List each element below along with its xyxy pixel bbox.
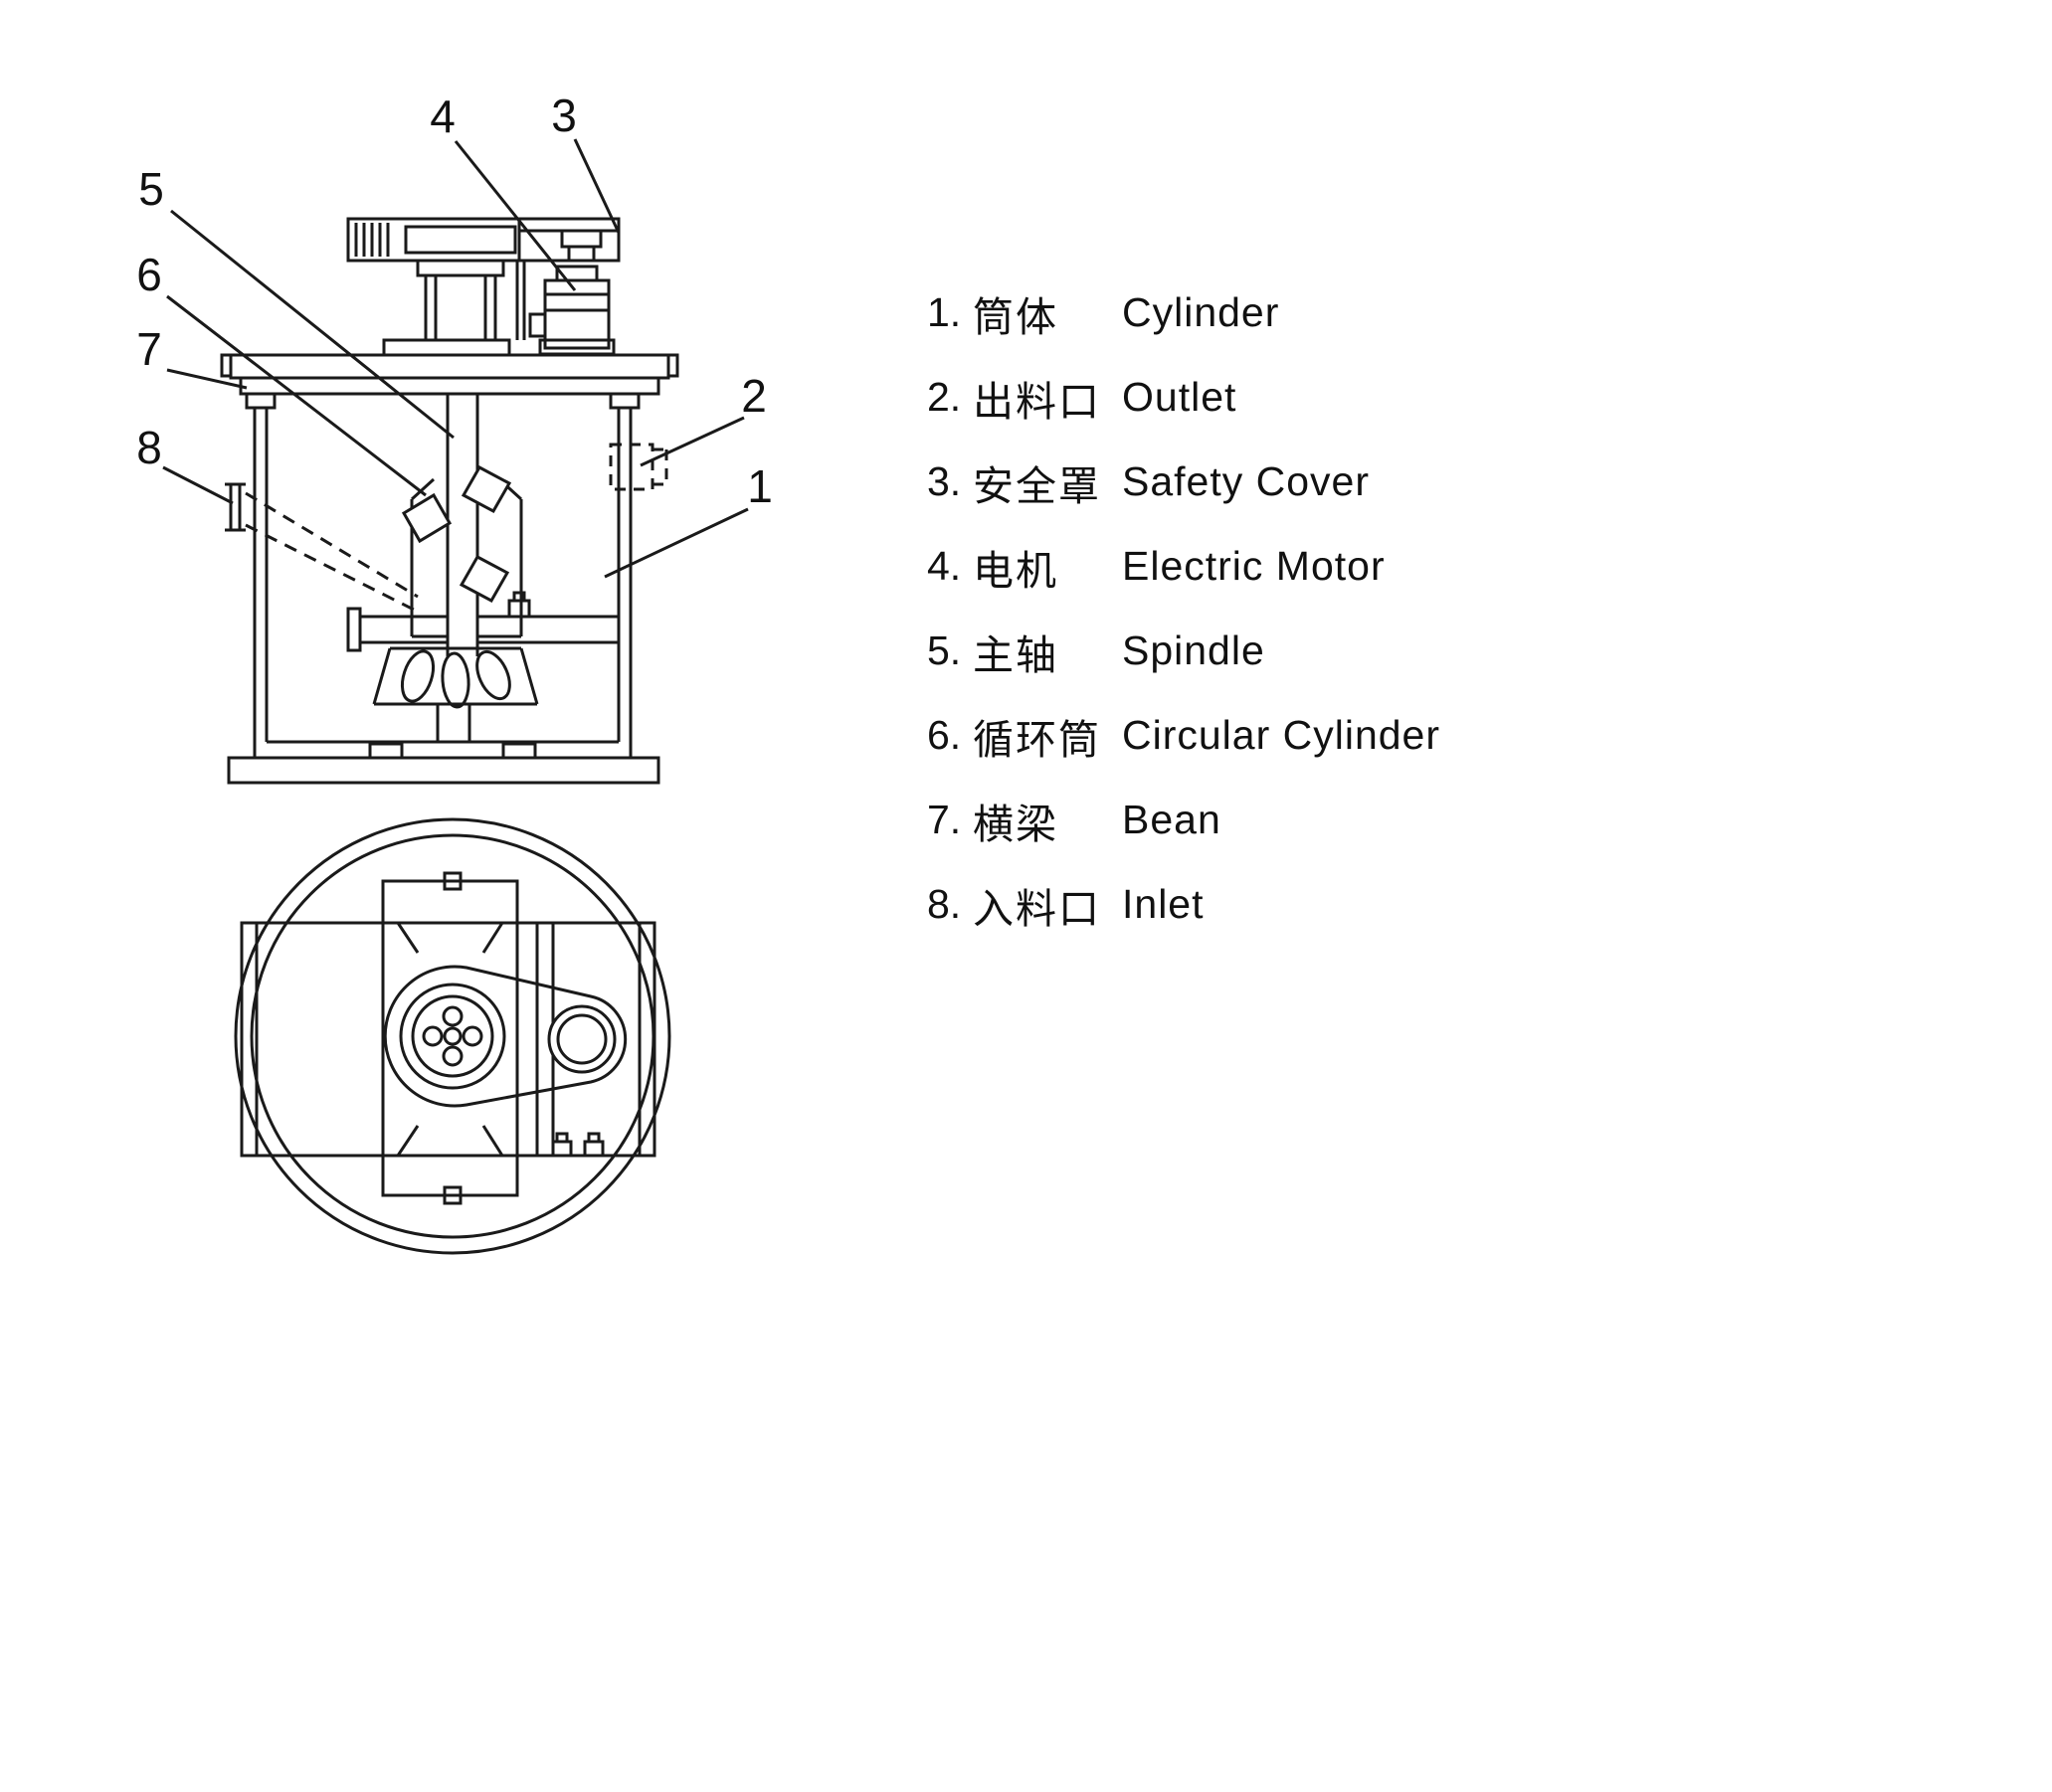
callout-cylinder: 1 — [747, 460, 773, 512]
pulley-large — [399, 983, 506, 1090]
mount-frame — [240, 871, 656, 1205]
callout-inlet: 8 — [136, 422, 162, 473]
callout-safety-cover: 3 — [551, 90, 577, 141]
legend-term-en: Spindle — [1122, 627, 1265, 673]
legend-term-zh: 主轴 — [973, 631, 1058, 678]
tank-outer-rim — [234, 817, 671, 1255]
legend-number: 1. — [927, 289, 962, 335]
callout-spindle: 5 — [138, 163, 164, 215]
legend-term-en: Inlet — [1122, 881, 1205, 927]
legend-item-outlet: 2. 出料口 Outlet — [927, 355, 1440, 440]
beam-plate — [220, 353, 679, 396]
legend-term-en: Cylinder — [1122, 289, 1280, 335]
safety-cover — [515, 229, 616, 356]
legend-term-en: Electric Motor — [1122, 543, 1386, 589]
legend-term-zh: 循环筒 — [973, 716, 1101, 763]
inlet-flange — [225, 482, 419, 613]
mount-feet — [551, 1132, 605, 1158]
legend-item-electric-motor: 4. 电机 Electric Motor — [927, 524, 1440, 609]
legend-term-en: Outlet — [1122, 374, 1237, 420]
leader-lines — [162, 138, 749, 579]
legend-number: 3. — [927, 458, 962, 504]
legend-term-en: Circular Cylinder — [1122, 712, 1441, 758]
drive-belt — [383, 965, 628, 1108]
legend-number: 4. — [927, 543, 962, 589]
top-view — [234, 817, 671, 1255]
legend-number: 5. — [927, 627, 962, 673]
spindle-shaft — [446, 394, 479, 656]
legend-number: 6. — [927, 712, 962, 758]
legend-number: 7. — [927, 797, 962, 842]
legend-term-en: Safety Cover — [1122, 458, 1370, 504]
legend-item-inlet: 8. 入料口 Inlet — [927, 862, 1440, 947]
callout-motor: 4 — [430, 90, 456, 142]
legend: 1. 筒体 Cylinder 2. 出料口 Outlet 3. 安全罩 Safe… — [927, 270, 1440, 947]
legend-item-circular-cylinder: 6. 循环筒 Circular Cylinder — [927, 693, 1440, 778]
legend-item-cylinder: 1. 筒体 Cylinder — [927, 270, 1440, 355]
pulley-small — [547, 1004, 617, 1074]
legend-term-zh: 出料口 — [973, 378, 1101, 425]
legend-term-zh: 安全罩 — [973, 462, 1101, 509]
support-arm — [346, 591, 621, 652]
electric-motor — [346, 217, 621, 357]
outlet-port — [609, 443, 668, 491]
callout-circular-cylinder: 6 — [136, 249, 162, 300]
legend-item-beam: 7. 横梁 Bean — [927, 778, 1440, 862]
legend-term-zh: 筒体 — [973, 293, 1058, 340]
front-view: 4 3 5 6 7 8 2 1 — [136, 90, 773, 785]
legend-number: 8. — [927, 881, 962, 927]
callout-outlet: 2 — [741, 370, 767, 422]
legend-item-safety-cover: 3. 安全罩 Safety Cover — [927, 440, 1440, 524]
impeller — [372, 646, 539, 744]
legend-term-zh: 横梁 — [973, 801, 1058, 847]
circular-cylinder-tube — [401, 464, 523, 638]
cylinder-body — [227, 392, 660, 785]
legend-term-en: Bean — [1122, 797, 1221, 842]
legend-number: 2. — [927, 374, 962, 420]
legend-term-zh: 电机 — [973, 547, 1058, 594]
legend-term-zh: 入料口 — [973, 885, 1101, 932]
legend-item-spindle: 5. 主轴 Spindle — [927, 609, 1440, 693]
callout-beam: 7 — [136, 323, 162, 375]
